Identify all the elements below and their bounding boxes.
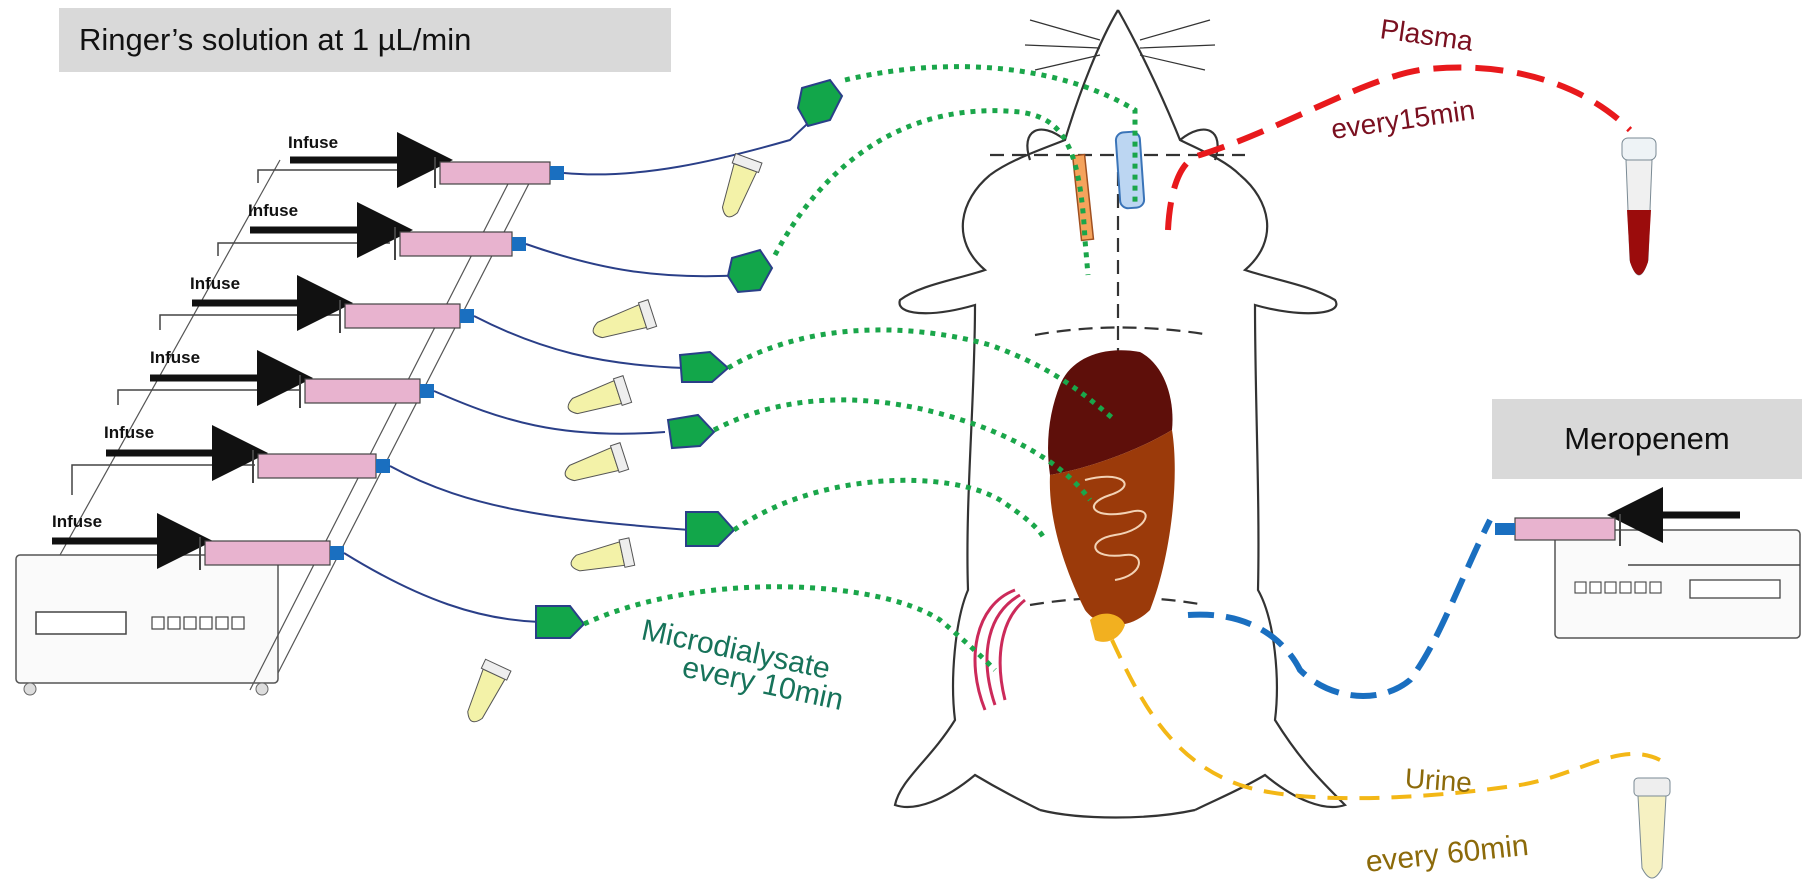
plasma-interval-label: every15min bbox=[1329, 94, 1477, 145]
pump-row-5 bbox=[72, 450, 390, 495]
microdialysis-probe-icon bbox=[686, 512, 734, 546]
pump-row-4 bbox=[118, 375, 434, 408]
collection-tube-icon bbox=[714, 154, 762, 222]
microdialysis-probe-icon bbox=[680, 352, 728, 382]
plasma-sampling-line bbox=[1168, 68, 1630, 231]
carotid-catheter bbox=[1115, 131, 1144, 208]
collection-tube-icon bbox=[561, 443, 629, 489]
syringe-icon bbox=[1515, 518, 1615, 540]
collection-tube-icon bbox=[568, 538, 634, 578]
pump-row-1 bbox=[258, 157, 564, 188]
urine-label: Urine bbox=[1404, 763, 1473, 799]
collection-tube-icon bbox=[589, 300, 657, 346]
plasma-label: Plasma bbox=[1378, 13, 1475, 57]
muscle-tissue bbox=[975, 590, 1025, 710]
pump-row-3 bbox=[160, 300, 474, 333]
pump-rows bbox=[52, 157, 564, 570]
blood-tube-icon bbox=[1622, 138, 1656, 275]
pump-infuse-label: Infuse bbox=[248, 201, 298, 220]
urine-sampling-line bbox=[1112, 640, 1660, 798]
pump-infuse-label: Infuse bbox=[288, 133, 338, 152]
syringe-icon bbox=[205, 541, 330, 565]
microdialysis-lines bbox=[584, 67, 1135, 670]
meropenem-pump bbox=[1495, 514, 1800, 638]
syringe-icon bbox=[400, 232, 512, 256]
urine-tube-icon bbox=[1634, 778, 1670, 878]
syringe-icon bbox=[305, 379, 420, 403]
pump-infuse-label: Infuse bbox=[190, 274, 240, 293]
dosing-line bbox=[1188, 520, 1490, 696]
microdialysis-probe-icon bbox=[728, 250, 772, 292]
pump-row-2 bbox=[218, 227, 526, 260]
collection-tube-icon bbox=[564, 376, 632, 422]
pump-infuse-label: Infuse bbox=[104, 423, 154, 442]
microdialysis-probe-icon bbox=[798, 80, 842, 126]
syringe-icon bbox=[258, 454, 376, 478]
microdialysis-probe-icon bbox=[536, 606, 584, 638]
microdialysis-probe-icon bbox=[668, 415, 714, 448]
pump-infuse-label: Infuse bbox=[150, 348, 200, 367]
urine-interval-label: every 60min bbox=[1364, 829, 1530, 879]
collection-tube-icon bbox=[459, 659, 511, 727]
syringe-icon bbox=[440, 162, 550, 184]
pump-infuse-label: Infuse bbox=[52, 512, 102, 531]
syringe-icon bbox=[345, 304, 460, 328]
